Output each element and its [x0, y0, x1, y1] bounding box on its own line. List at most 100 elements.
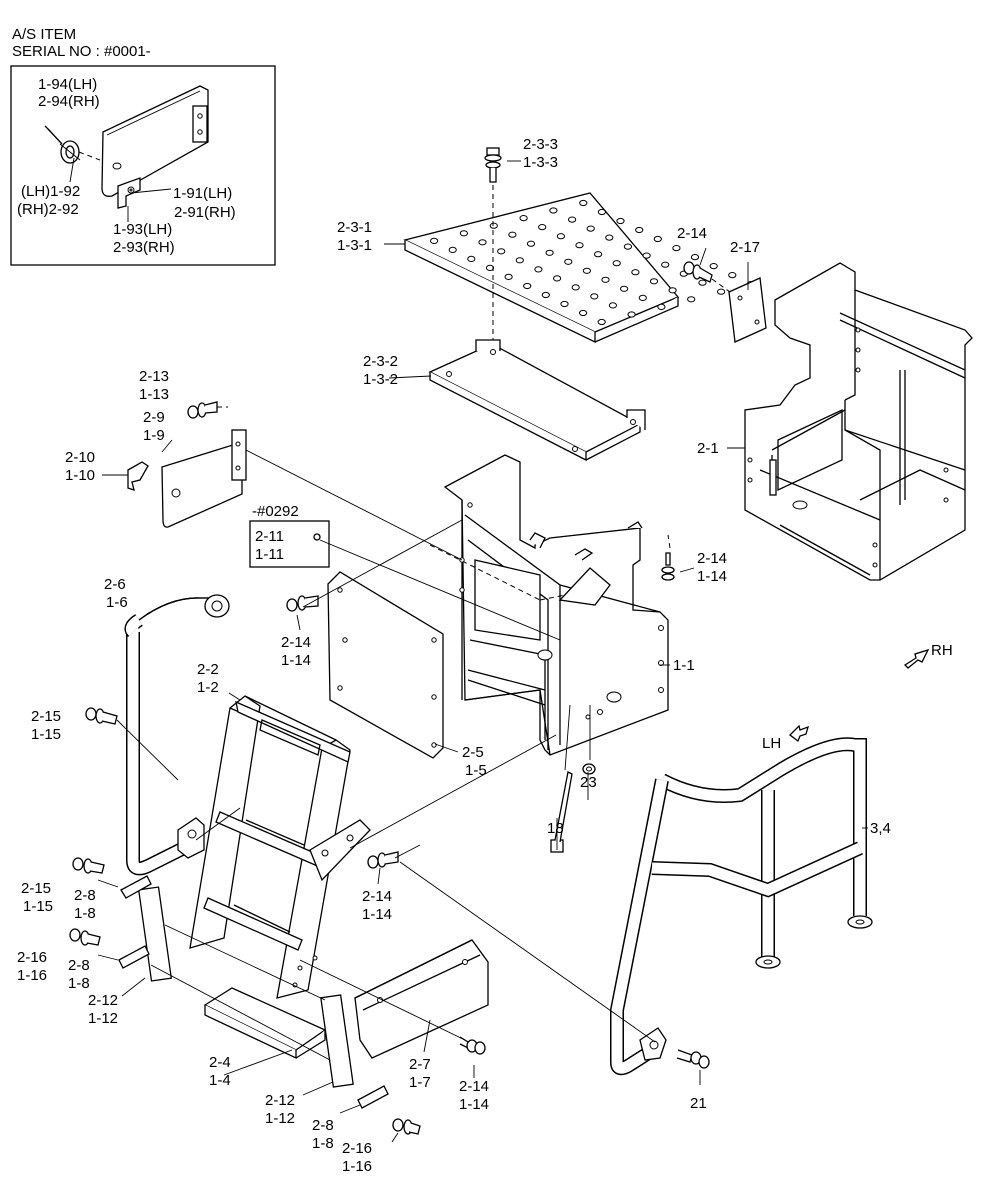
perforation-hole [620, 285, 629, 292]
label-1-10: 1-10 [65, 467, 95, 484]
label-1-14-mid: 1-14 [362, 906, 392, 923]
perforation-hole [717, 288, 726, 295]
label-2-8-b: 2-8 [68, 957, 90, 974]
perforation-hole [616, 217, 625, 225]
label-2-91: 2-91(RH) [174, 204, 236, 221]
plate-2-12-upper [137, 886, 173, 982]
callout-leaders [97, 160, 868, 1143]
plate-2-12-lower [320, 994, 354, 1088]
bolt-2-13 [187, 401, 228, 419]
perforation-hole [601, 276, 610, 283]
perforation-hole [556, 233, 566, 240]
label-1-3-3: 1-3-3 [523, 154, 558, 171]
bolt-2-11 [313, 533, 321, 541]
label-1-91: 1-91(LH) [173, 185, 232, 202]
label-1-3-2: 1-3-2 [363, 371, 398, 388]
handrail-2-6 [124, 594, 230, 876]
perforation-hole [571, 284, 580, 291]
step-plate-top [403, 192, 756, 344]
perforation-hole [649, 278, 659, 285]
plate-2-8-b [118, 945, 150, 969]
perforation-hole [541, 291, 550, 299]
bolt-2-3-3 [484, 147, 502, 340]
bolt-2-16-a [69, 928, 101, 946]
bracket-2-7 [354, 939, 489, 1059]
label-1-9: 1-9 [143, 427, 165, 444]
perforation-hole [568, 216, 577, 223]
label-lh: LH [762, 735, 781, 752]
label-1-13: 1-13 [139, 386, 169, 403]
label-2-14-lower: 2-14 [459, 1078, 489, 1095]
label-2-13: 2-13 [139, 368, 169, 385]
perforation-hole [478, 239, 487, 246]
perforation-hole [523, 282, 532, 290]
perforation-hole [687, 296, 696, 303]
callout-box-2-11 [249, 520, 330, 568]
assembly-lines [150, 449, 671, 1061]
label-1-5: 1-5 [465, 762, 487, 779]
perforation-hole [586, 225, 595, 232]
label-2-11: 2-11 [255, 528, 284, 545]
label-2-12-upper: 2-12 [88, 992, 118, 1009]
label-1-8-a: 1-8 [74, 905, 96, 922]
bracket-2-3-2 [428, 339, 646, 462]
label-2-14-right: 2-14 [697, 550, 727, 567]
panel-2-5 [327, 571, 444, 759]
label-2-14-top: 2-14 [677, 225, 707, 242]
bolt-21 [676, 1049, 710, 1069]
serial-note: -#0292 [252, 503, 299, 520]
perforation-hole [485, 264, 495, 271]
perforation-hole [668, 287, 677, 294]
perforation-hole [448, 246, 457, 253]
perforation-hole [497, 248, 506, 255]
perforation-hole [553, 275, 562, 282]
label-2-16-a: 2-16 [17, 949, 47, 966]
clip-2-10 [127, 461, 149, 491]
label-2-92: (RH)2-92 [17, 201, 79, 218]
plate-2-8-c [357, 1085, 389, 1109]
inset-lock [44, 125, 122, 170]
perforation-hole [627, 311, 636, 318]
label-1-15-top: 1-15 [31, 726, 61, 743]
perforation-hole [590, 293, 599, 300]
perforation-hole [545, 249, 554, 256]
label-1-6: 1-6 [106, 594, 128, 611]
perforation-hole [489, 222, 498, 229]
inset-latch-bracket [117, 177, 141, 209]
bolt-2-15-lower [72, 857, 105, 874]
main-box-1-1 [429, 454, 669, 756]
handrail-3-4 [610, 737, 873, 1076]
label-1-12-upper: 1-12 [88, 1010, 118, 1027]
perforation-hole [538, 224, 547, 231]
perforation-hole [653, 235, 662, 243]
perforation-hole [657, 303, 666, 310]
perforation-hole [594, 251, 603, 258]
perforation-hole [623, 243, 633, 250]
serial-range: SERIAL NO : #0001- [12, 43, 151, 60]
inset-hinge [192, 105, 208, 143]
perforation-hole [560, 300, 569, 308]
perforation-hole [504, 273, 513, 280]
label-1-3-1: 1-3-1 [337, 237, 372, 254]
perforation-hole [579, 199, 588, 207]
perforation-hole [608, 302, 618, 309]
perforation-hole [642, 252, 651, 259]
label-1-92: (LH)1-92 [21, 183, 80, 200]
perforation-hole [612, 260, 621, 267]
perforation-hole [564, 258, 573, 265]
rh-arrow-icon [903, 648, 930, 669]
label-2-7: 2-7 [409, 1056, 431, 1073]
label-2-10: 2-10 [65, 449, 95, 466]
perforation-hole [430, 237, 439, 244]
label-2-17: 2-17 [730, 239, 760, 256]
ladder-2-2 [189, 695, 371, 999]
perforation-hole [534, 266, 543, 273]
label-2-9: 2-9 [143, 409, 165, 426]
perforation-hole [549, 207, 558, 214]
perforation-hole [709, 263, 718, 270]
perforation-hole [519, 215, 528, 222]
label-2-14-mid: 2-14 [362, 888, 392, 905]
perforation-hole [579, 309, 588, 317]
